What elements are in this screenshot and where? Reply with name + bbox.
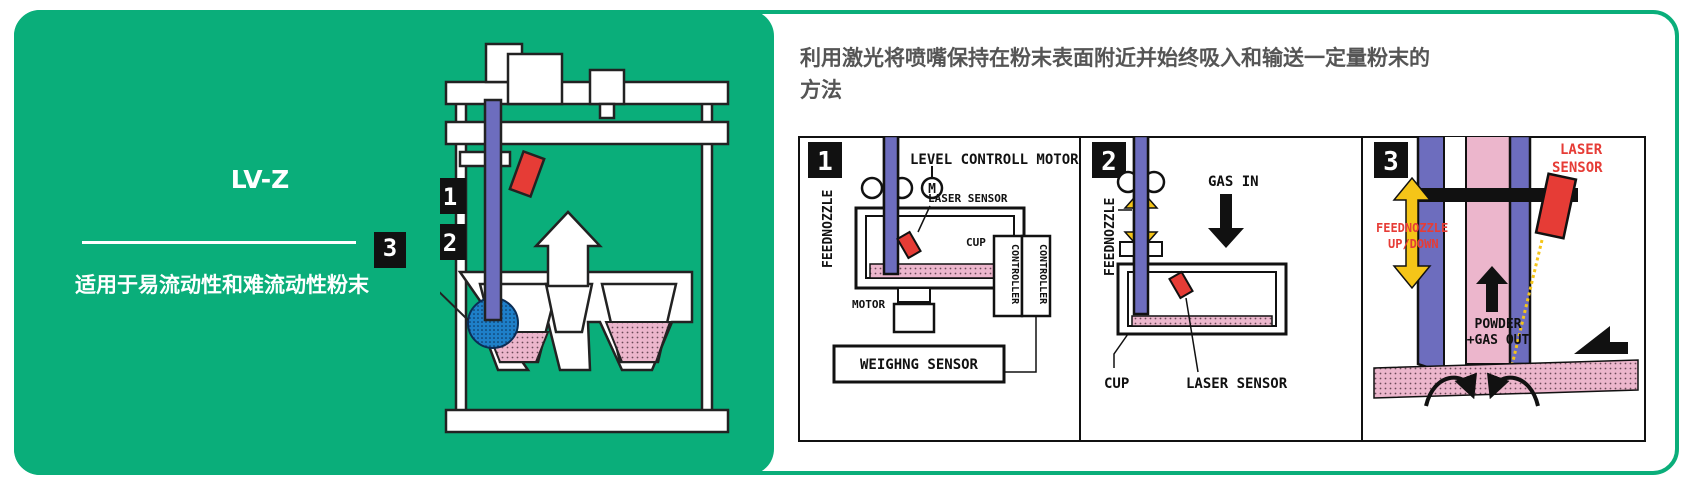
product-subtitle: 适用于易流动性和难流动性粉末 xyxy=(75,273,369,297)
controller-b-label: CONTROLLER xyxy=(1037,244,1048,305)
laser-sensor-block xyxy=(508,149,546,199)
panel-2-laser-sensor xyxy=(1168,270,1194,300)
motor-label: MOTOR xyxy=(852,298,885,311)
gas-in-label: GAS IN xyxy=(1208,174,1259,190)
panel-2-cup-label: CUP xyxy=(1104,376,1129,392)
sensor-label: SENSOR xyxy=(1552,160,1603,176)
machine-overview-diagram: 1 2 xyxy=(440,42,730,434)
direction-arrow-icon xyxy=(1574,326,1628,354)
panel-2-number: 2 xyxy=(1101,147,1117,177)
gas-out-label: +GAS OUT xyxy=(1467,333,1530,348)
badge-3-label: 3 xyxy=(382,234,398,262)
badge-2-label: 2 xyxy=(443,229,457,257)
level-controll-motor-label: LEVEL CONTROLL MOTOR xyxy=(910,152,1079,168)
up-down-label: UP/DOWN xyxy=(1388,237,1439,251)
model-name: LV-Z xyxy=(230,165,290,194)
panel-2: 2 GAS IN FEEDNOZZLE CUP LASER SENSOR xyxy=(1092,136,1288,392)
badge-2 xyxy=(440,224,466,260)
panel-3: 3 LASER SENSOR FEEDNOZZLE UP/DOWN POWDER… xyxy=(1373,136,1639,407)
panel-1: 1 LEVEL CONTROLL MOTOR M LASER SENSOR CU… xyxy=(808,136,1079,384)
divider-line xyxy=(82,241,356,244)
motor-symbol: M xyxy=(928,182,936,197)
feed-nozzle xyxy=(483,98,503,322)
product-panel-edge xyxy=(734,10,774,475)
laser-beam xyxy=(1506,239,1544,383)
panel-3-up-down-arrow-icon xyxy=(1392,176,1432,290)
motor-box xyxy=(892,302,936,334)
badge-1-label: 1 xyxy=(443,183,457,211)
panel-1-laser-sensor-label: LASER SENSOR xyxy=(928,192,1008,205)
mid-beam xyxy=(444,120,730,146)
panel-3-number: 3 xyxy=(1383,147,1399,177)
panel-2-laser-sensor-label: LASER SENSOR xyxy=(1186,376,1288,392)
up-arrow-icon xyxy=(533,210,603,288)
panel-1-badge xyxy=(808,142,842,178)
weighing-sensor-label: WEIGHNG SENSOR xyxy=(860,357,979,373)
controller-a-label: CONTROLLER xyxy=(1009,244,1020,305)
powder-label: POWDER xyxy=(1475,317,1522,332)
method-description: 利用激光将喷嘴保持在粉末表面附近并始终吸入和输送一定量粉末的方法 xyxy=(800,46,1430,102)
panel-2-badge xyxy=(1092,142,1126,178)
laser-label: LASER xyxy=(1560,142,1603,158)
panel-2-feednozzle-label: FEEDNOZZLE xyxy=(1103,198,1118,276)
panel-1-cup-label: CUP xyxy=(966,236,986,249)
panel-3-feednozzle-label: FEEDNOZZLE xyxy=(1376,221,1448,235)
panel-1-laser-sensor xyxy=(896,230,922,260)
gas-in-arrow-icon xyxy=(1208,194,1244,248)
weighing-sensor-box xyxy=(832,344,1006,384)
panel-1-feednozzle-label: FEEDNOZZLE xyxy=(821,190,836,268)
panel-3-laser-sensor xyxy=(1534,172,1578,240)
powder-up-arrow-icon xyxy=(1476,266,1508,312)
panel-3-badge xyxy=(1374,142,1408,178)
process-panels: 1 LEVEL CONTROLL MOTOR M LASER SENSOR CU… xyxy=(798,136,1646,442)
base-plate xyxy=(444,408,730,434)
panel-1-number: 1 xyxy=(817,147,833,177)
badge-3 xyxy=(374,232,406,268)
badge-1 xyxy=(440,178,466,214)
